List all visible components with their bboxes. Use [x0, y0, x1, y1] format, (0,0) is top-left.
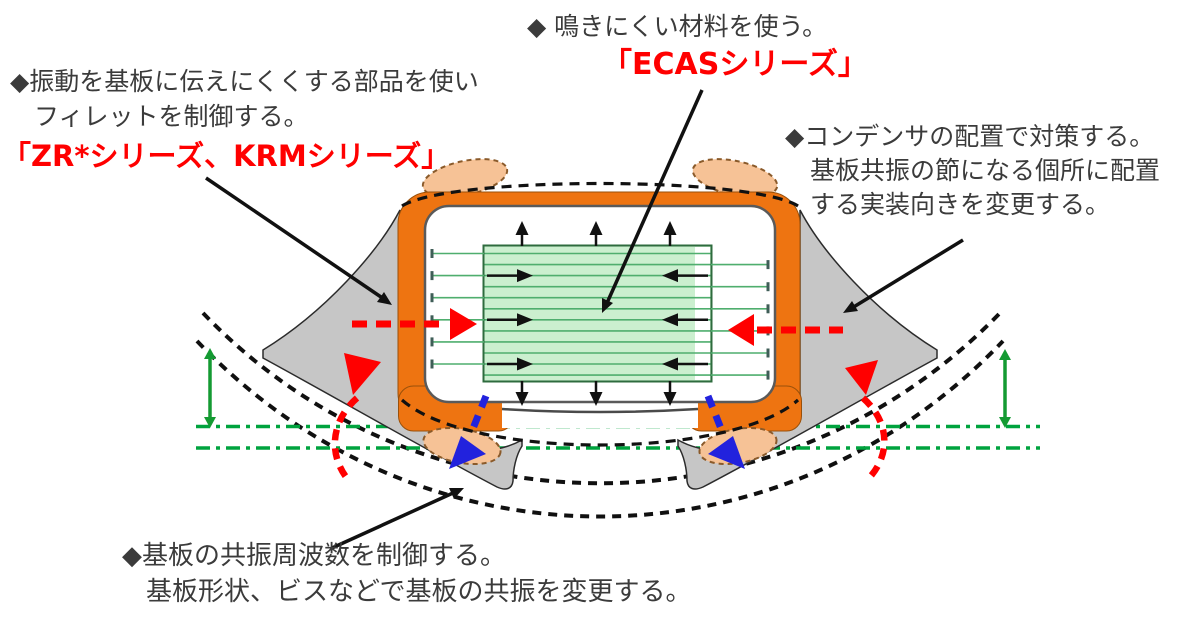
rotation-arrow-left — [331, 353, 381, 479]
note-material: ◆ 鳴きにくい材料を使う。 「ECASシリーズ」 — [527, 10, 868, 82]
note-placement-line1: ◆コンデンサの配置で対策する。 — [785, 122, 1155, 151]
leader-arrows — [205, 89, 964, 550]
pcb-top-surface — [201, 311, 1002, 486]
note-placement-line3: する実装向きを変更する。 — [810, 190, 1111, 219]
pcb-bottom-surface — [195, 339, 1005, 519]
rotation-arrow-right — [845, 360, 888, 480]
deformed-outline — [400, 181, 800, 447]
series-label-ecas: 「ECASシリーズ」 — [602, 47, 868, 82]
leader-component-series — [205, 176, 392, 305]
expansion-arrows-vertical — [515, 221, 677, 406]
series-label-zr-krm: 「ZR*シリーズ、KRMシリーズ」 — [2, 139, 451, 173]
note-board-line2: 基板形状、ビスなどで基板の共振を変更する。 — [146, 577, 692, 607]
leader-placement — [843, 238, 964, 313]
active-region-end-margin — [695, 247, 710, 380]
vibration-force-arrow-right — [728, 314, 843, 346]
note-component-fillet: ◆振動を基板に伝えにくくする部品を使い フィレットを制御する。 「ZR*シリーズ… — [2, 64, 479, 174]
displacement-arrow-left — [204, 348, 216, 428]
deformed-outline-top — [401, 181, 799, 208]
transmitted-force-arrow-left — [449, 394, 490, 469]
note-placement-line2: 基板共振の節になる個所に配置 — [810, 156, 1161, 185]
deformed-outline-bottom — [400, 398, 800, 447]
body-bottom-edge — [501, 407, 699, 414]
displacement-arrow-right — [999, 349, 1011, 428]
active-region — [430, 244, 770, 383]
note-component-line1: ◆振動を基板に伝えにくくする部品を使い — [10, 67, 479, 96]
bent-pcb-curves — [195, 311, 1005, 519]
body-bottom-gap — [502, 399, 698, 428]
note-material-line1: ◆ 鳴きにくい材料を使う。 — [527, 12, 828, 41]
leader-material-series — [602, 89, 704, 313]
vibration-force-arrow-left — [352, 308, 477, 340]
contraction-arrows-horizontal — [487, 269, 708, 371]
transmitted-force-arrow-right — [704, 394, 745, 469]
note-placement: ◆コンデンサの配置で対策する。 基板共振の節になる個所に配置 する実装向きを変更… — [785, 120, 1160, 222]
note-board-line1: ◆基板の共振周波数を制御する。 — [122, 541, 506, 571]
note-component-line2: フィレットを制御する。 — [34, 102, 309, 131]
leader-board — [331, 488, 464, 550]
note-board-resonance: ◆基板の共振周波数を制御する。 基板形状、ビスなどで基板の共振を変更する。 — [122, 538, 691, 610]
